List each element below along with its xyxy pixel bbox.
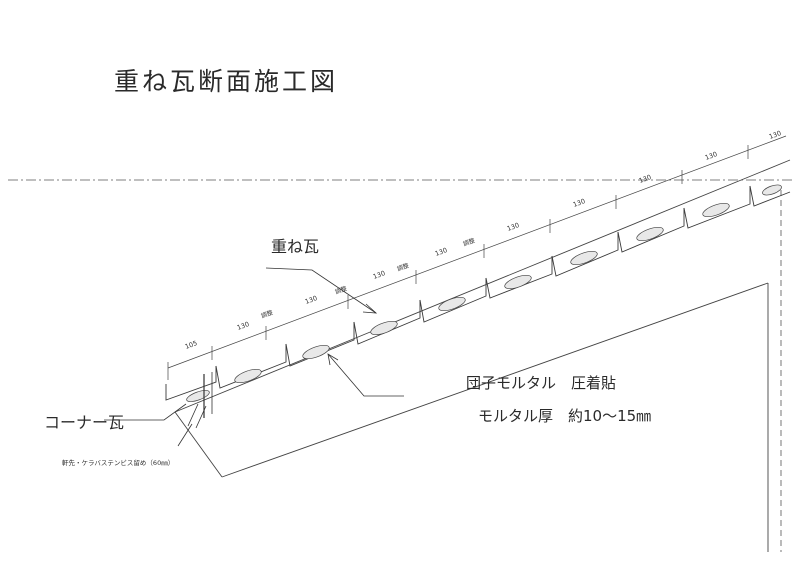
dimension-text: 105 <box>184 339 198 351</box>
eaves-screw <box>195 405 207 429</box>
eaves-screw-note: 軒先・ケラバステンビス留め（60㎜） <box>62 459 175 467</box>
dimension-text: 130 <box>572 197 586 209</box>
mortar-dab <box>438 296 466 312</box>
mortar-dab <box>186 390 210 402</box>
dimension-text: 130 <box>638 173 652 185</box>
mortar-dab <box>762 184 782 196</box>
mortar-dabs <box>186 184 782 402</box>
corner-tile-leader <box>104 403 187 421</box>
drawing-title: 重ね瓦断面施工図 <box>114 67 339 96</box>
tile-profile <box>551 232 619 277</box>
tile-profile <box>285 322 355 367</box>
mortar-thickness-label: モルタル厚 約10〜15㎜ <box>478 407 652 425</box>
mortar-dab <box>570 250 598 266</box>
dimension-text: 130 <box>768 129 782 141</box>
overlap-tile-label: 重ね瓦 <box>271 237 320 256</box>
dimension-text: 130 <box>372 269 386 281</box>
dimension-adjust-text: 調整 <box>462 236 476 248</box>
mortar-arrow <box>327 353 339 366</box>
dimension-adjust-text: 調整 <box>396 261 410 273</box>
dimension-text: 130 <box>434 246 448 258</box>
tile-profile <box>419 278 487 323</box>
dimension-adjust-text: 調整 <box>260 308 274 320</box>
dimension-text: 130 <box>506 221 520 233</box>
mortar-dab <box>370 320 398 336</box>
tile-profile <box>165 366 217 401</box>
mortar-dab <box>702 202 730 218</box>
tile-profile <box>749 185 791 207</box>
corner-tile-label: コーナー瓦 <box>44 413 125 432</box>
tile-profile <box>215 344 287 389</box>
mortar-dab <box>636 226 664 242</box>
overlap-tile-leader <box>265 267 377 314</box>
mortar-dab <box>504 274 532 290</box>
mortar-method-label: 団子モルタル 圧着貼 <box>466 374 617 392</box>
tile-profile <box>617 208 685 253</box>
roof-deck-bottom-line <box>221 282 769 478</box>
eaves-note-leader <box>177 423 193 447</box>
mortar-leader <box>327 353 404 397</box>
mortar-dab <box>234 368 262 384</box>
dimension-text: 130 <box>304 294 318 306</box>
dimension-text: 130 <box>236 320 250 332</box>
eaves-screw <box>187 403 199 427</box>
tile-profile <box>683 186 751 229</box>
dimension-text: 130 <box>704 150 718 162</box>
overlap-tile-arrow <box>362 303 378 314</box>
eaves-edge-line <box>174 411 223 478</box>
roof-deck-top-line <box>174 159 791 413</box>
tile-rows <box>165 185 791 401</box>
mortar-dab <box>302 344 330 360</box>
dimension-adjust-text: 調整 <box>334 284 348 296</box>
dimension-line <box>167 135 787 369</box>
